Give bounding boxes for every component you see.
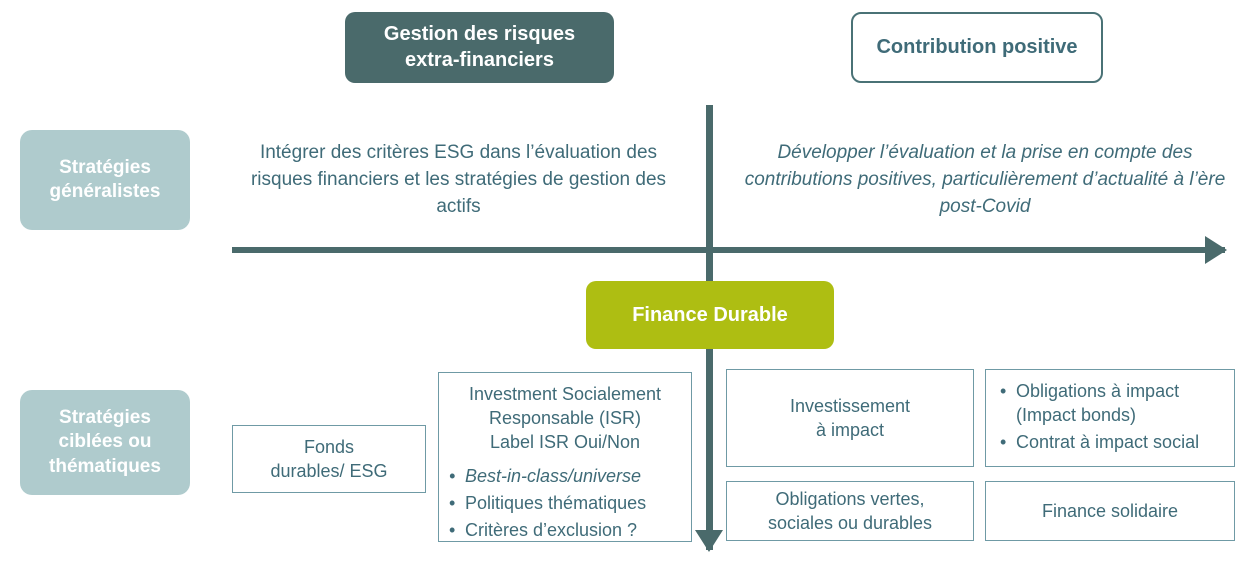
list-item: Politiques thématiques — [449, 491, 685, 516]
horizontal-axis-line — [232, 247, 1225, 253]
quadrant-text-top-left: Intégrer des critères ESG dans l’évaluat… — [250, 142, 667, 217]
vertical-axis-arrow-icon — [695, 530, 723, 552]
center-finance-durable-label: Finance Durable — [632, 303, 788, 326]
list-item: Best-in-class/universe — [449, 464, 685, 489]
header-contribution-positive: Contribution positive — [851, 12, 1103, 83]
header-contribution-positive-label: Contribution positive — [876, 35, 1078, 58]
horizontal-axis-arrow-icon — [1205, 236, 1227, 264]
box-obligations-vertes: Obligations vertes,sociales ou durables — [726, 481, 974, 541]
box-obligations-a-impact: Obligations à impact (Impact bonds) Cont… — [985, 369, 1235, 467]
list-item: Critères d’exclusion ? — [449, 518, 685, 543]
box-isr-bullet-list: Best-in-class/universe Politiques thémat… — [439, 464, 691, 543]
box-finance-solidaire: Finance solidaire — [985, 481, 1235, 541]
center-finance-durable-box: Finance Durable — [586, 281, 834, 349]
list-item: Obligations à impact (Impact bonds) — [1000, 379, 1228, 428]
box-impact-bullet-list: Obligations à impact (Impact bonds) Cont… — [986, 379, 1234, 458]
quadrant-text-top-right: Développer l’évaluation et la prise en c… — [744, 142, 1226, 217]
list-item: Contrat à impact social — [1000, 430, 1228, 455]
box-obligations-vertes-label: Obligations vertes,sociales ou durables — [767, 488, 933, 533]
box-finance-solidaire-label: Finance solidaire — [1041, 500, 1179, 521]
